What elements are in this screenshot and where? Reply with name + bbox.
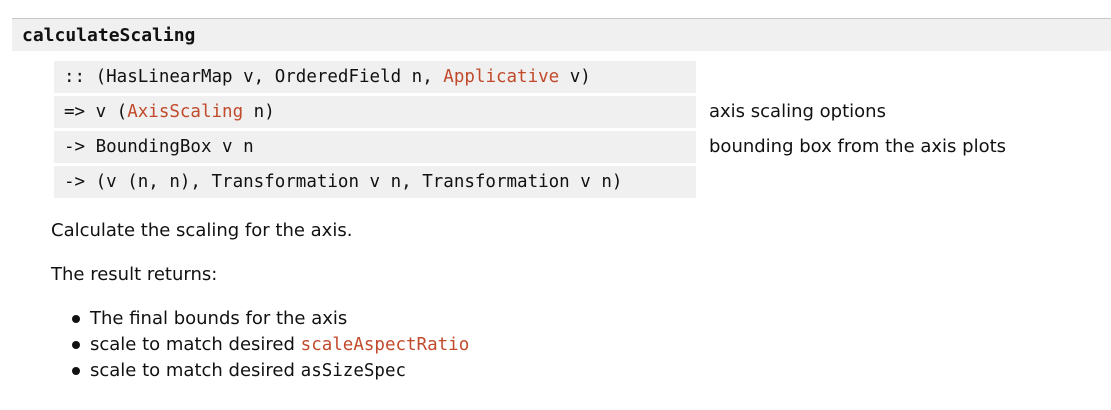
signature-row-result: -> (v (n, n), Transformation v n, Transf…	[54, 166, 696, 198]
list-item: The final bounds for the axis	[72, 306, 469, 332]
bullet-icon	[72, 341, 80, 349]
list-item-text: The final bounds for the axis	[90, 308, 348, 329]
signature-code: -> (v (n, n), Transformation v n, Transf…	[54, 166, 696, 198]
type-signature: :: (HasLinearMap v, OrderedField n, Appl…	[54, 61, 1006, 201]
list-item-text: scale to match desired	[90, 334, 301, 355]
signature-code: => v (AxisScaling n)	[54, 96, 696, 128]
code-text: v)	[559, 67, 591, 87]
code-text: :: (HasLinearMap v, OrderedField n,	[64, 67, 444, 87]
type-link-applicative[interactable]: Applicative	[443, 67, 560, 87]
function-name: calculateScaling	[22, 25, 196, 46]
header-divider	[12, 18, 1111, 19]
signature-row-bounding-box: -> BoundingBox v n bounding box from the…	[54, 131, 1006, 163]
list-item: scale to match desired asSizeSpec	[72, 358, 469, 384]
list-item-text: scale to match desired	[90, 360, 301, 381]
result-list: The final bounds for the axis scale to m…	[72, 306, 469, 384]
code-text: => v (	[64, 102, 128, 122]
function-header: calculateScaling	[12, 19, 1111, 51]
list-item: scale to match desired scaleAspectRatio	[72, 332, 469, 358]
description-paragraph: Calculate the scaling for the axis.	[51, 220, 353, 241]
signature-code: -> BoundingBox v n	[54, 131, 696, 163]
type-link-axis-scaling[interactable]: AxisScaling	[127, 102, 244, 122]
code-text: -> (v (n, n), Transformation v n, Transf…	[64, 172, 623, 192]
code-link-scale-aspect-ratio[interactable]: scaleAspectRatio	[300, 335, 470, 355]
bullet-icon	[72, 315, 80, 323]
bullet-icon	[72, 367, 80, 375]
code-text: -> BoundingBox v n	[64, 137, 254, 157]
argument-doc: axis scaling options	[709, 101, 886, 122]
signature-row-axis-scaling: => v (AxisScaling n) axis scaling option…	[54, 96, 886, 128]
signature-row-constraint: :: (HasLinearMap v, OrderedField n, Appl…	[54, 61, 696, 93]
argument-doc: bounding box from the axis plots	[709, 136, 1007, 157]
inline-code-as-size-spec: asSizeSpec	[300, 361, 407, 381]
code-text: n)	[243, 102, 275, 122]
signature-code: :: (HasLinearMap v, OrderedField n, Appl…	[54, 61, 696, 93]
description-paragraph: The result returns:	[51, 264, 218, 285]
